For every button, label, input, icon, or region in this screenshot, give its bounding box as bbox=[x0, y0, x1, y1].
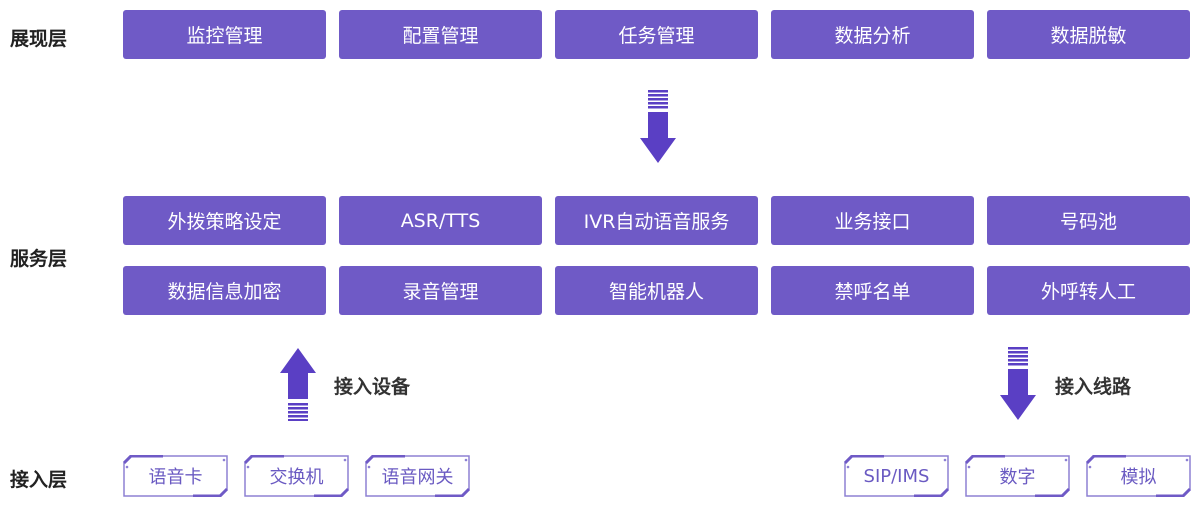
line-tag: 模拟 bbox=[1086, 455, 1191, 497]
presentation-box: 配置管理 bbox=[339, 10, 542, 59]
line-tag: SIP/IMS bbox=[844, 455, 949, 497]
tag-label: SIP/IMS bbox=[863, 465, 930, 487]
tag-frame bbox=[965, 455, 1070, 497]
presentation-box: 任务管理 bbox=[555, 10, 758, 59]
service-box: 号码池 bbox=[987, 196, 1190, 245]
service-box: 外呼转人工 bbox=[987, 266, 1190, 315]
tag-frame bbox=[244, 455, 349, 497]
service-box: 禁呼名单 bbox=[771, 266, 974, 315]
layer-label-service: 服务层 bbox=[10, 248, 68, 270]
tag-frame bbox=[123, 455, 228, 497]
service-box: 外拨策略设定 bbox=[123, 196, 326, 245]
tag-frame bbox=[1086, 455, 1191, 497]
service-box: IVR自动语音服务 bbox=[555, 196, 758, 245]
arrow-up-icon bbox=[280, 348, 316, 421]
tag-label: 语音网关 bbox=[381, 467, 454, 488]
presentation-box: 数据分析 bbox=[771, 10, 974, 59]
layer-label-access: 接入层 bbox=[10, 469, 68, 491]
service-box: 数据信息加密 bbox=[123, 266, 326, 315]
presentation-box: 数据脱敏 bbox=[987, 10, 1190, 59]
tag-frame bbox=[844, 455, 949, 497]
tag-label: 模拟 bbox=[1120, 467, 1157, 488]
device-tag: 语音卡 bbox=[123, 455, 228, 497]
tag-label: 数字 bbox=[999, 467, 1036, 488]
tag-frame bbox=[365, 455, 470, 497]
device-tag: 语音网关 bbox=[365, 455, 470, 497]
arrow-down-icon bbox=[1000, 347, 1036, 420]
tag-label: 交换机 bbox=[269, 467, 324, 488]
service-box: 智能机器人 bbox=[555, 266, 758, 315]
layer-label-presentation: 展现层 bbox=[10, 28, 68, 50]
access-devices-label: 接入设备 bbox=[334, 376, 411, 398]
service-box: ASR/TTS bbox=[339, 196, 542, 245]
service-box: 录音管理 bbox=[339, 266, 542, 315]
access-lines-label: 接入线路 bbox=[1055, 376, 1132, 398]
arrow-down-icon bbox=[640, 90, 676, 163]
service-box: 业务接口 bbox=[771, 196, 974, 245]
line-tag: 数字 bbox=[965, 455, 1070, 497]
device-tag: 交换机 bbox=[244, 455, 349, 497]
presentation-box: 监控管理 bbox=[123, 10, 326, 59]
tag-label: 语音卡 bbox=[148, 467, 203, 488]
